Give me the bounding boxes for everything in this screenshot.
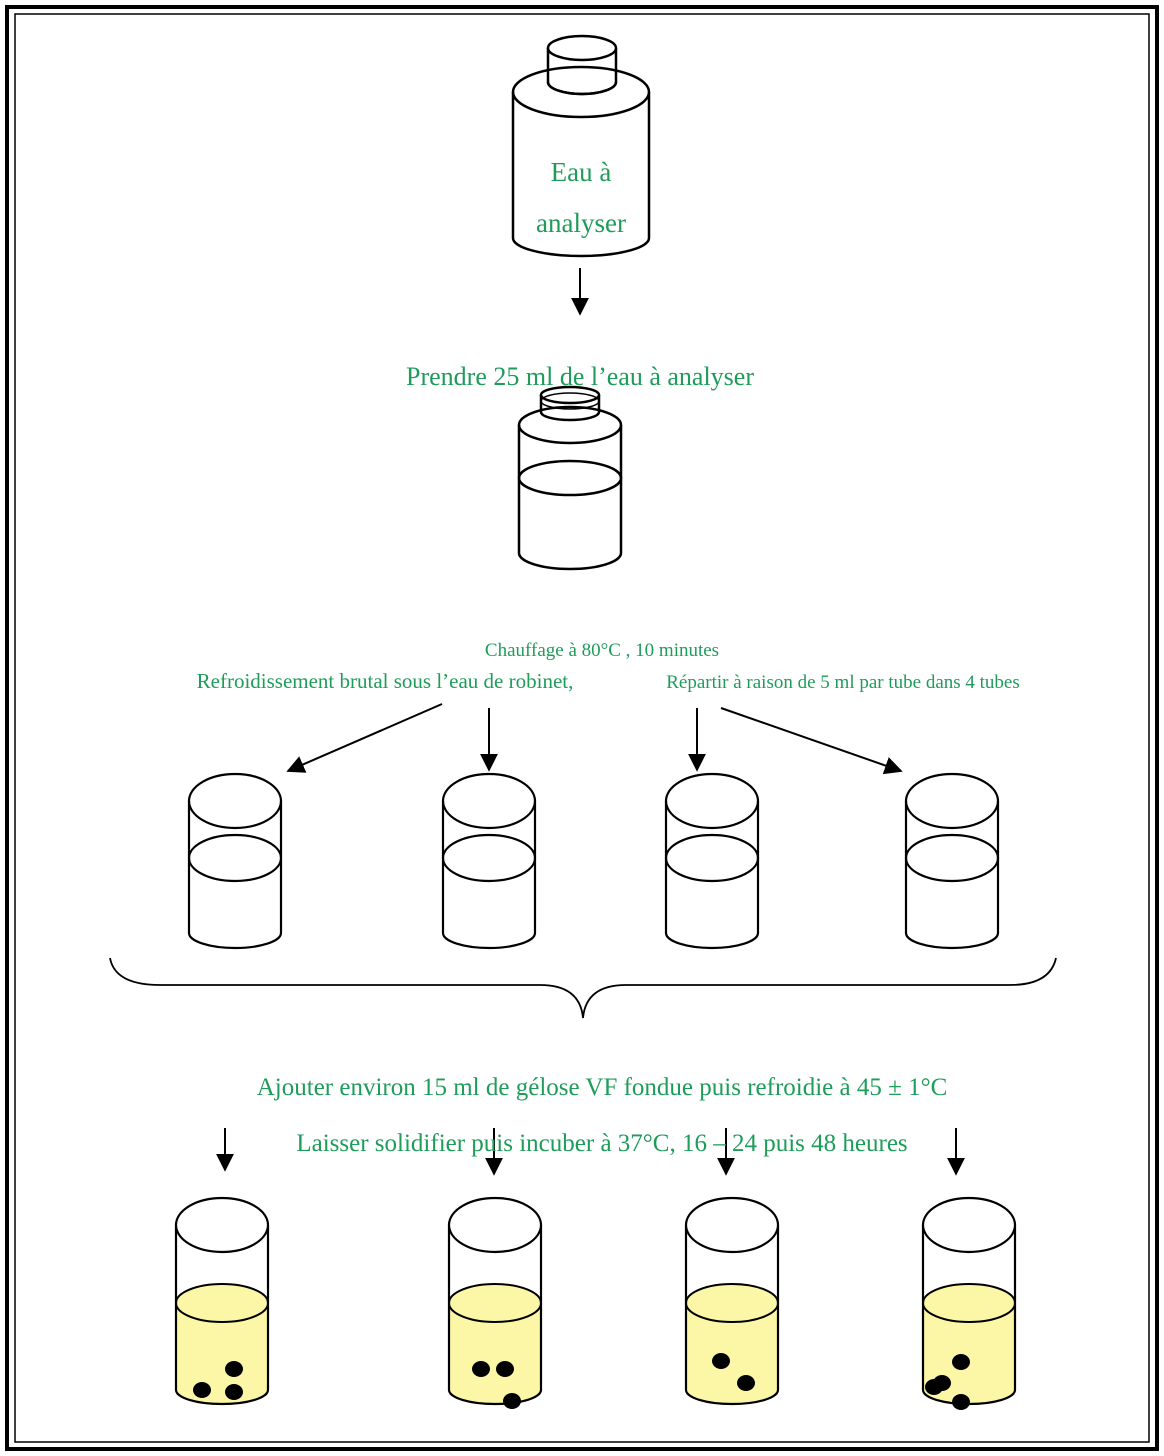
colony: [225, 1361, 243, 1377]
culture-tube-2: [447, 1196, 543, 1409]
colony: [472, 1361, 490, 1377]
colony: [737, 1375, 755, 1391]
step-take-sample: Prendre 25 ml de l’eau à analyser: [406, 362, 754, 391]
step-heat: Chauffage à 80°C , 10 minutes: [485, 640, 719, 661]
colony: [712, 1353, 730, 1369]
tube-1: [187, 772, 283, 950]
culture-row: [174, 1196, 1017, 1410]
colony: [952, 1394, 970, 1410]
arrow-to-tube-1: [286, 703, 443, 773]
source-bottle: [511, 34, 651, 258]
colony: [503, 1393, 521, 1409]
culture-tube-1: [174, 1196, 270, 1406]
step-split: Répartir à raison de 5 ml par tube dans …: [666, 672, 1020, 693]
step-cool: Refroidissement brutal sous l’eau de rob…: [197, 669, 574, 693]
step-add-agar: Ajouter environ 15 ml de gélose VF fondu…: [257, 1074, 948, 1101]
tube-row-1: [187, 772, 1000, 950]
arrow-to-tube-4: [720, 707, 903, 775]
colony: [193, 1382, 211, 1398]
colony: [225, 1384, 243, 1400]
step-incubate: Laisser solidifier puis incuber à 37°C, …: [296, 1130, 907, 1157]
source-label-line1: Eau à: [551, 157, 612, 187]
sample-bottle: [517, 385, 623, 571]
inner-border: [14, 13, 1150, 1443]
culture-tube-3: [684, 1196, 780, 1406]
source-label-line2: analyser: [536, 208, 626, 238]
tube-4: [904, 772, 1000, 950]
distribution-arrows: [286, 703, 903, 775]
colony: [952, 1354, 970, 1370]
colony: [933, 1375, 951, 1391]
outer-border: [5, 5, 1159, 1451]
tube-3: [664, 772, 760, 950]
colony: [496, 1361, 514, 1377]
tube-2: [441, 772, 537, 950]
incubation-arrows: [216, 1128, 965, 1176]
grouping-brace: [109, 957, 1057, 1019]
culture-tube-4: [921, 1196, 1017, 1410]
